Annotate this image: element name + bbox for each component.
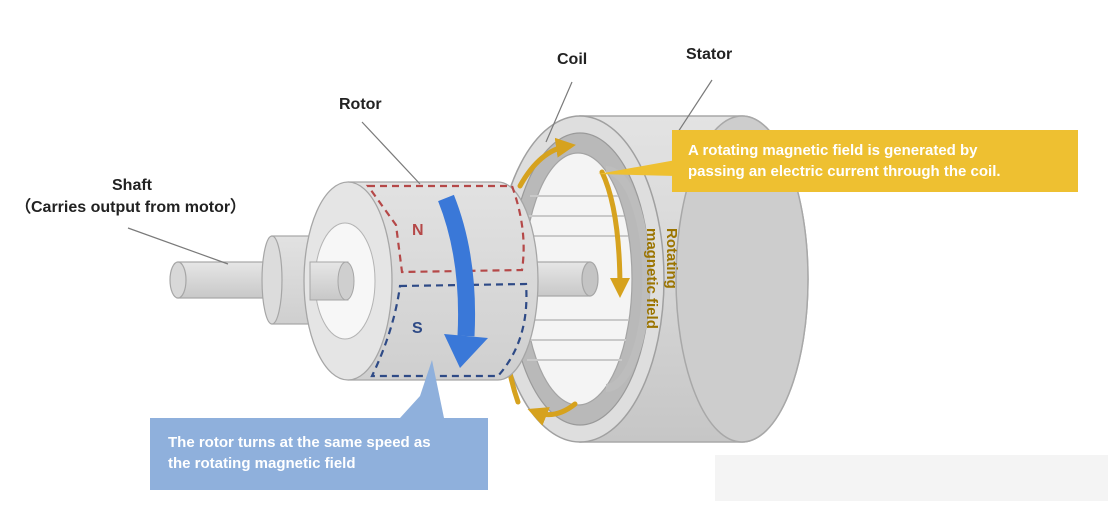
rotor	[303, 181, 539, 381]
shaft	[169, 235, 327, 325]
stator-callout-shape	[598, 130, 1078, 192]
rotor-callout-line2: the rotating magnetic field	[168, 455, 356, 472]
rotor-callout-shape	[150, 360, 488, 490]
rotating-field-line1: Rotating	[663, 228, 680, 289]
north-pole-region	[365, 184, 525, 274]
north-pole-label: N	[412, 222, 424, 239]
stator-callout-line2: passing an electric current through the …	[688, 163, 1001, 180]
stator-label: Stator	[686, 46, 733, 63]
shaft-subtitle: （Carries output from motor）	[15, 199, 247, 216]
south-pole-label: S	[412, 320, 423, 337]
stator-callout: A rotating magnetic field is generated b…	[688, 140, 1073, 182]
rotor-label: Rotor	[339, 96, 382, 113]
leader-lines	[127, 79, 713, 265]
stator-callout-line1: A rotating magnetic field is generated b…	[688, 142, 978, 159]
coil-label: Coil	[557, 51, 588, 68]
rotating-field-line2: magnetic field	[643, 228, 660, 329]
south-pole-region	[370, 282, 528, 378]
rotation-arrow	[438, 194, 476, 337]
rotor-callout: The rotor turns at the same speed as the…	[168, 432, 483, 474]
rotor-callout-line1: The rotor turns at the same speed as	[168, 434, 431, 451]
shaft-title: Shaft	[112, 177, 152, 194]
stator	[495, 115, 809, 443]
